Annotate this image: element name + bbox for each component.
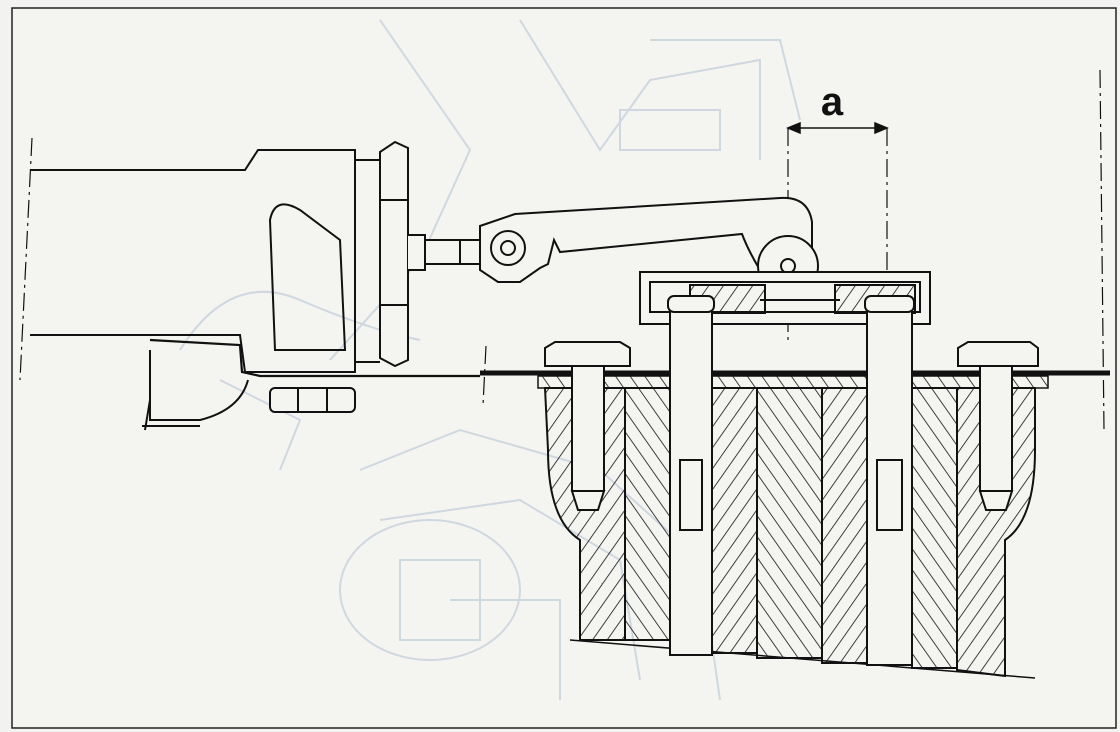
push-rod [424,239,481,265]
dimension-label-a: a [820,80,844,124]
dimension-arrow [786,121,889,135]
hex-nut [379,140,426,368]
hex-bolts [544,341,1039,511]
housing [30,149,480,427]
cylinder-block [543,387,1036,679]
lever-arm [479,196,819,297]
arrow-mark [144,399,151,431]
plate-nut [269,387,356,413]
studs [667,295,915,666]
